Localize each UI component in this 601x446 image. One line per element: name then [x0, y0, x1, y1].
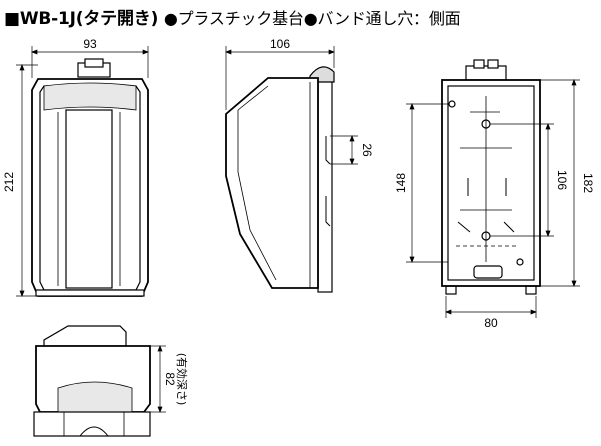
dim-bottom-depth-note: (有効深さ): [175, 353, 189, 406]
dim-front-height: 212: [2, 172, 16, 192]
dim-back-slot-span: 106: [555, 170, 569, 190]
back-view: [441, 59, 541, 295]
title-model: WB-1J: [19, 9, 76, 29]
bottom-view: [33, 325, 151, 437]
side-view: [225, 66, 335, 293]
title-material: ●プラスチック基台●バンド通し穴：側面: [163, 9, 461, 28]
dim-side-slot: 26: [360, 143, 374, 157]
title-marker: ■: [4, 9, 20, 29]
bottom-dimensions: [150, 345, 166, 413]
back-dimensions: [406, 79, 580, 318]
dim-back-inner-height: 148: [394, 173, 408, 193]
side-dimensions: [225, 46, 358, 165]
title-variant: (タテ開き): [75, 9, 159, 29]
front-dimensions: [16, 46, 149, 297]
dim-side-depth: 106: [270, 37, 290, 51]
dim-back-total-height: 182: [581, 173, 595, 193]
dim-back-width: 80: [484, 316, 498, 330]
page-title: ■WB-1J(タテ開き) ●プラスチック基台●バンド通し穴：側面: [4, 4, 461, 29]
front-view: [31, 58, 149, 297]
dim-bottom-depth: 82: [163, 372, 177, 386]
dim-front-width: 93: [83, 37, 97, 51]
